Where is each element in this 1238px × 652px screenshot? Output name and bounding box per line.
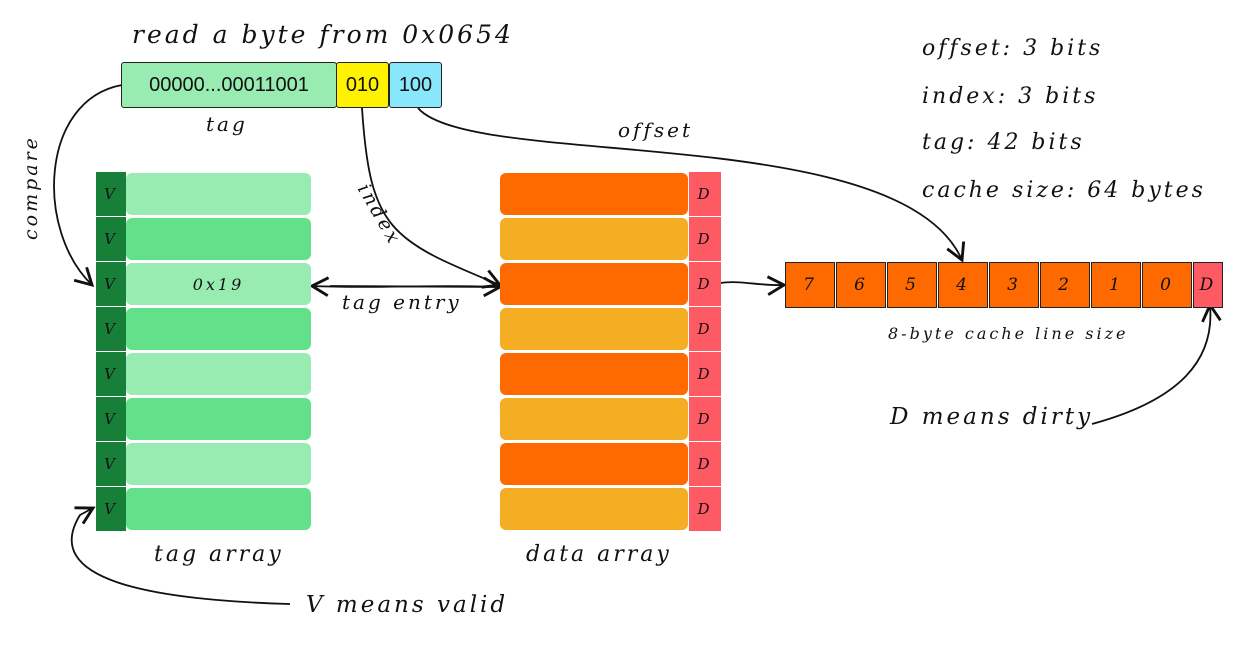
dirty-bit: D [689, 172, 721, 216]
tag-array-label: tag array [154, 542, 284, 567]
tag-bits-box: 00000...00011001 [121, 62, 337, 108]
tag-label: tag [206, 112, 248, 136]
data-row [500, 218, 688, 260]
tag-row [126, 398, 311, 440]
data-row [500, 443, 688, 485]
valid-bit: V [96, 172, 126, 216]
cache-byte: 6 [836, 262, 886, 308]
data-row [500, 353, 688, 395]
info-tag: tag: 42 bits [922, 130, 1085, 155]
dirty-bit: D [689, 397, 721, 441]
cache-line-arrow [719, 275, 787, 296]
valid-note: V means valid [306, 592, 509, 618]
valid-bit: V [96, 262, 126, 306]
cache-byte: 4 [938, 262, 988, 308]
data-row-selected [500, 263, 688, 305]
compare-arrow [53, 84, 123, 288]
data-row [500, 173, 688, 215]
valid-bit: V [96, 442, 126, 486]
tag-row [126, 308, 311, 350]
cache-dirty-bit: D [1193, 262, 1223, 308]
cache-byte: 3 [989, 262, 1039, 308]
valid-bit: V [96, 352, 126, 396]
data-row [500, 398, 688, 440]
tag-row [126, 173, 311, 215]
tag-row [126, 488, 311, 530]
dirty-bit: D [689, 262, 721, 306]
valid-bit: V [96, 307, 126, 351]
info-index: index: 3 bits [922, 84, 1099, 109]
cache-line-label: 8-byte cache line size [888, 324, 1129, 343]
data-array-label: data array [526, 542, 672, 567]
valid-bit: V [96, 397, 126, 441]
dirty-bit: D [689, 217, 721, 261]
index-bits-box: 010 [336, 62, 389, 108]
tag-row [126, 218, 311, 260]
valid-bit: V [96, 487, 126, 531]
tag-entry-label: tag entry [342, 290, 462, 314]
index-arrow [361, 107, 503, 289]
cache-byte: 5 [887, 262, 937, 308]
dirty-note: D means dirty [890, 404, 1094, 430]
dirty-bit: D [689, 487, 721, 531]
cache-byte: 0 [1142, 262, 1192, 308]
valid-note-arrow [70, 506, 291, 605]
data-row [500, 308, 688, 350]
info-offset: offset: 3 bits [922, 36, 1104, 61]
offset-label: offset [618, 118, 693, 142]
offset-arrow [417, 107, 966, 263]
tag-row-selected: 0x19 [126, 263, 311, 305]
dirty-bit: D [689, 352, 721, 396]
cache-byte: 1 [1091, 262, 1141, 308]
diagram-title: read a byte from 0x0654 [132, 20, 514, 49]
dirty-note-arrow [1091, 302, 1222, 425]
dirty-bit: D [689, 307, 721, 351]
tag-row [126, 443, 311, 485]
offset-bits-box: 100 [389, 62, 442, 108]
cache-byte: 2 [1040, 262, 1090, 308]
data-row [500, 488, 688, 530]
tag-row [126, 353, 311, 395]
tag-value: 0x19 [192, 274, 245, 294]
dirty-bit: D [689, 442, 721, 486]
info-cache-size: cache size: 64 bytes [922, 178, 1206, 203]
cache-byte: 7 [785, 262, 835, 308]
valid-bit: V [96, 217, 126, 261]
compare-label: compare [20, 135, 42, 240]
